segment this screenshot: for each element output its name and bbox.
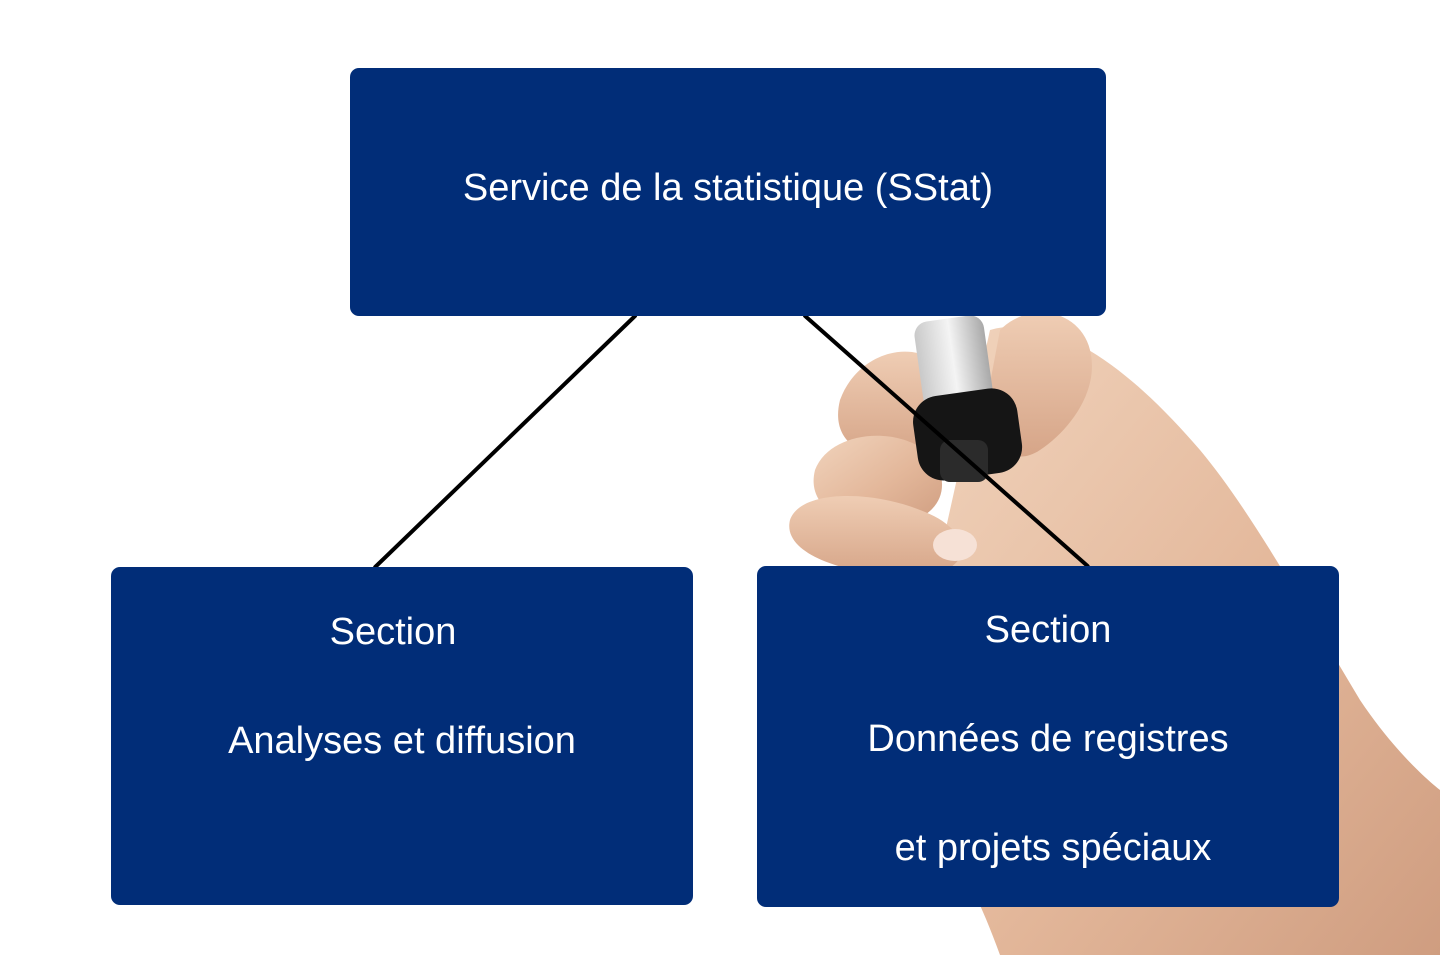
connector-root-to-right — [803, 314, 1090, 568]
org-node-title: Service de la statistique (SStat) — [462, 167, 994, 209]
org-node-section-donnees: Section Données de registres et projets … — [757, 566, 1339, 907]
org-node-line-name: Données de registres — [867, 718, 1229, 760]
org-node-section-analyses: Section Analyses et diffusion — [111, 567, 693, 905]
hand-ring-finger — [789, 496, 962, 576]
org-node-line-name: Analyses et diffusion — [228, 720, 576, 762]
org-node-line-section: Section — [984, 609, 1112, 651]
org-node-line-section: Section — [329, 611, 457, 653]
org-node-service-statistique: Service de la statistique (SStat) — [350, 68, 1106, 316]
org-node-line-name-continued: et projets spéciaux — [894, 827, 1212, 869]
marker-pen — [913, 315, 1023, 482]
connector-root-to-left — [373, 314, 638, 569]
